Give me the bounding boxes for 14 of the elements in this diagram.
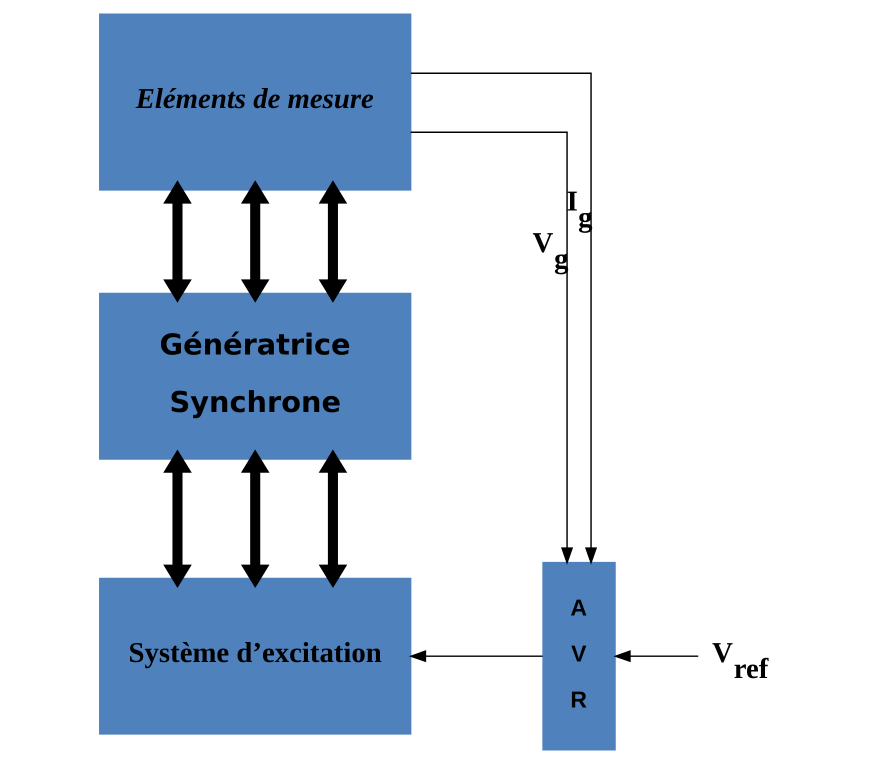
node-box: A V R [542,562,616,750]
arrow [240,180,269,303]
arrow [240,449,269,588]
arrow [410,72,597,565]
arrow [318,449,347,588]
node-box: Eléments de mesure [98,14,411,191]
arrow [318,180,347,303]
arrow [612,650,698,662]
node-box: Génératrice Synchrone [98,292,411,460]
arrow [162,180,192,303]
arrow [408,650,542,662]
node-box: Système d’excitation [98,578,411,735]
arrow [162,449,192,588]
arrow [410,132,573,565]
